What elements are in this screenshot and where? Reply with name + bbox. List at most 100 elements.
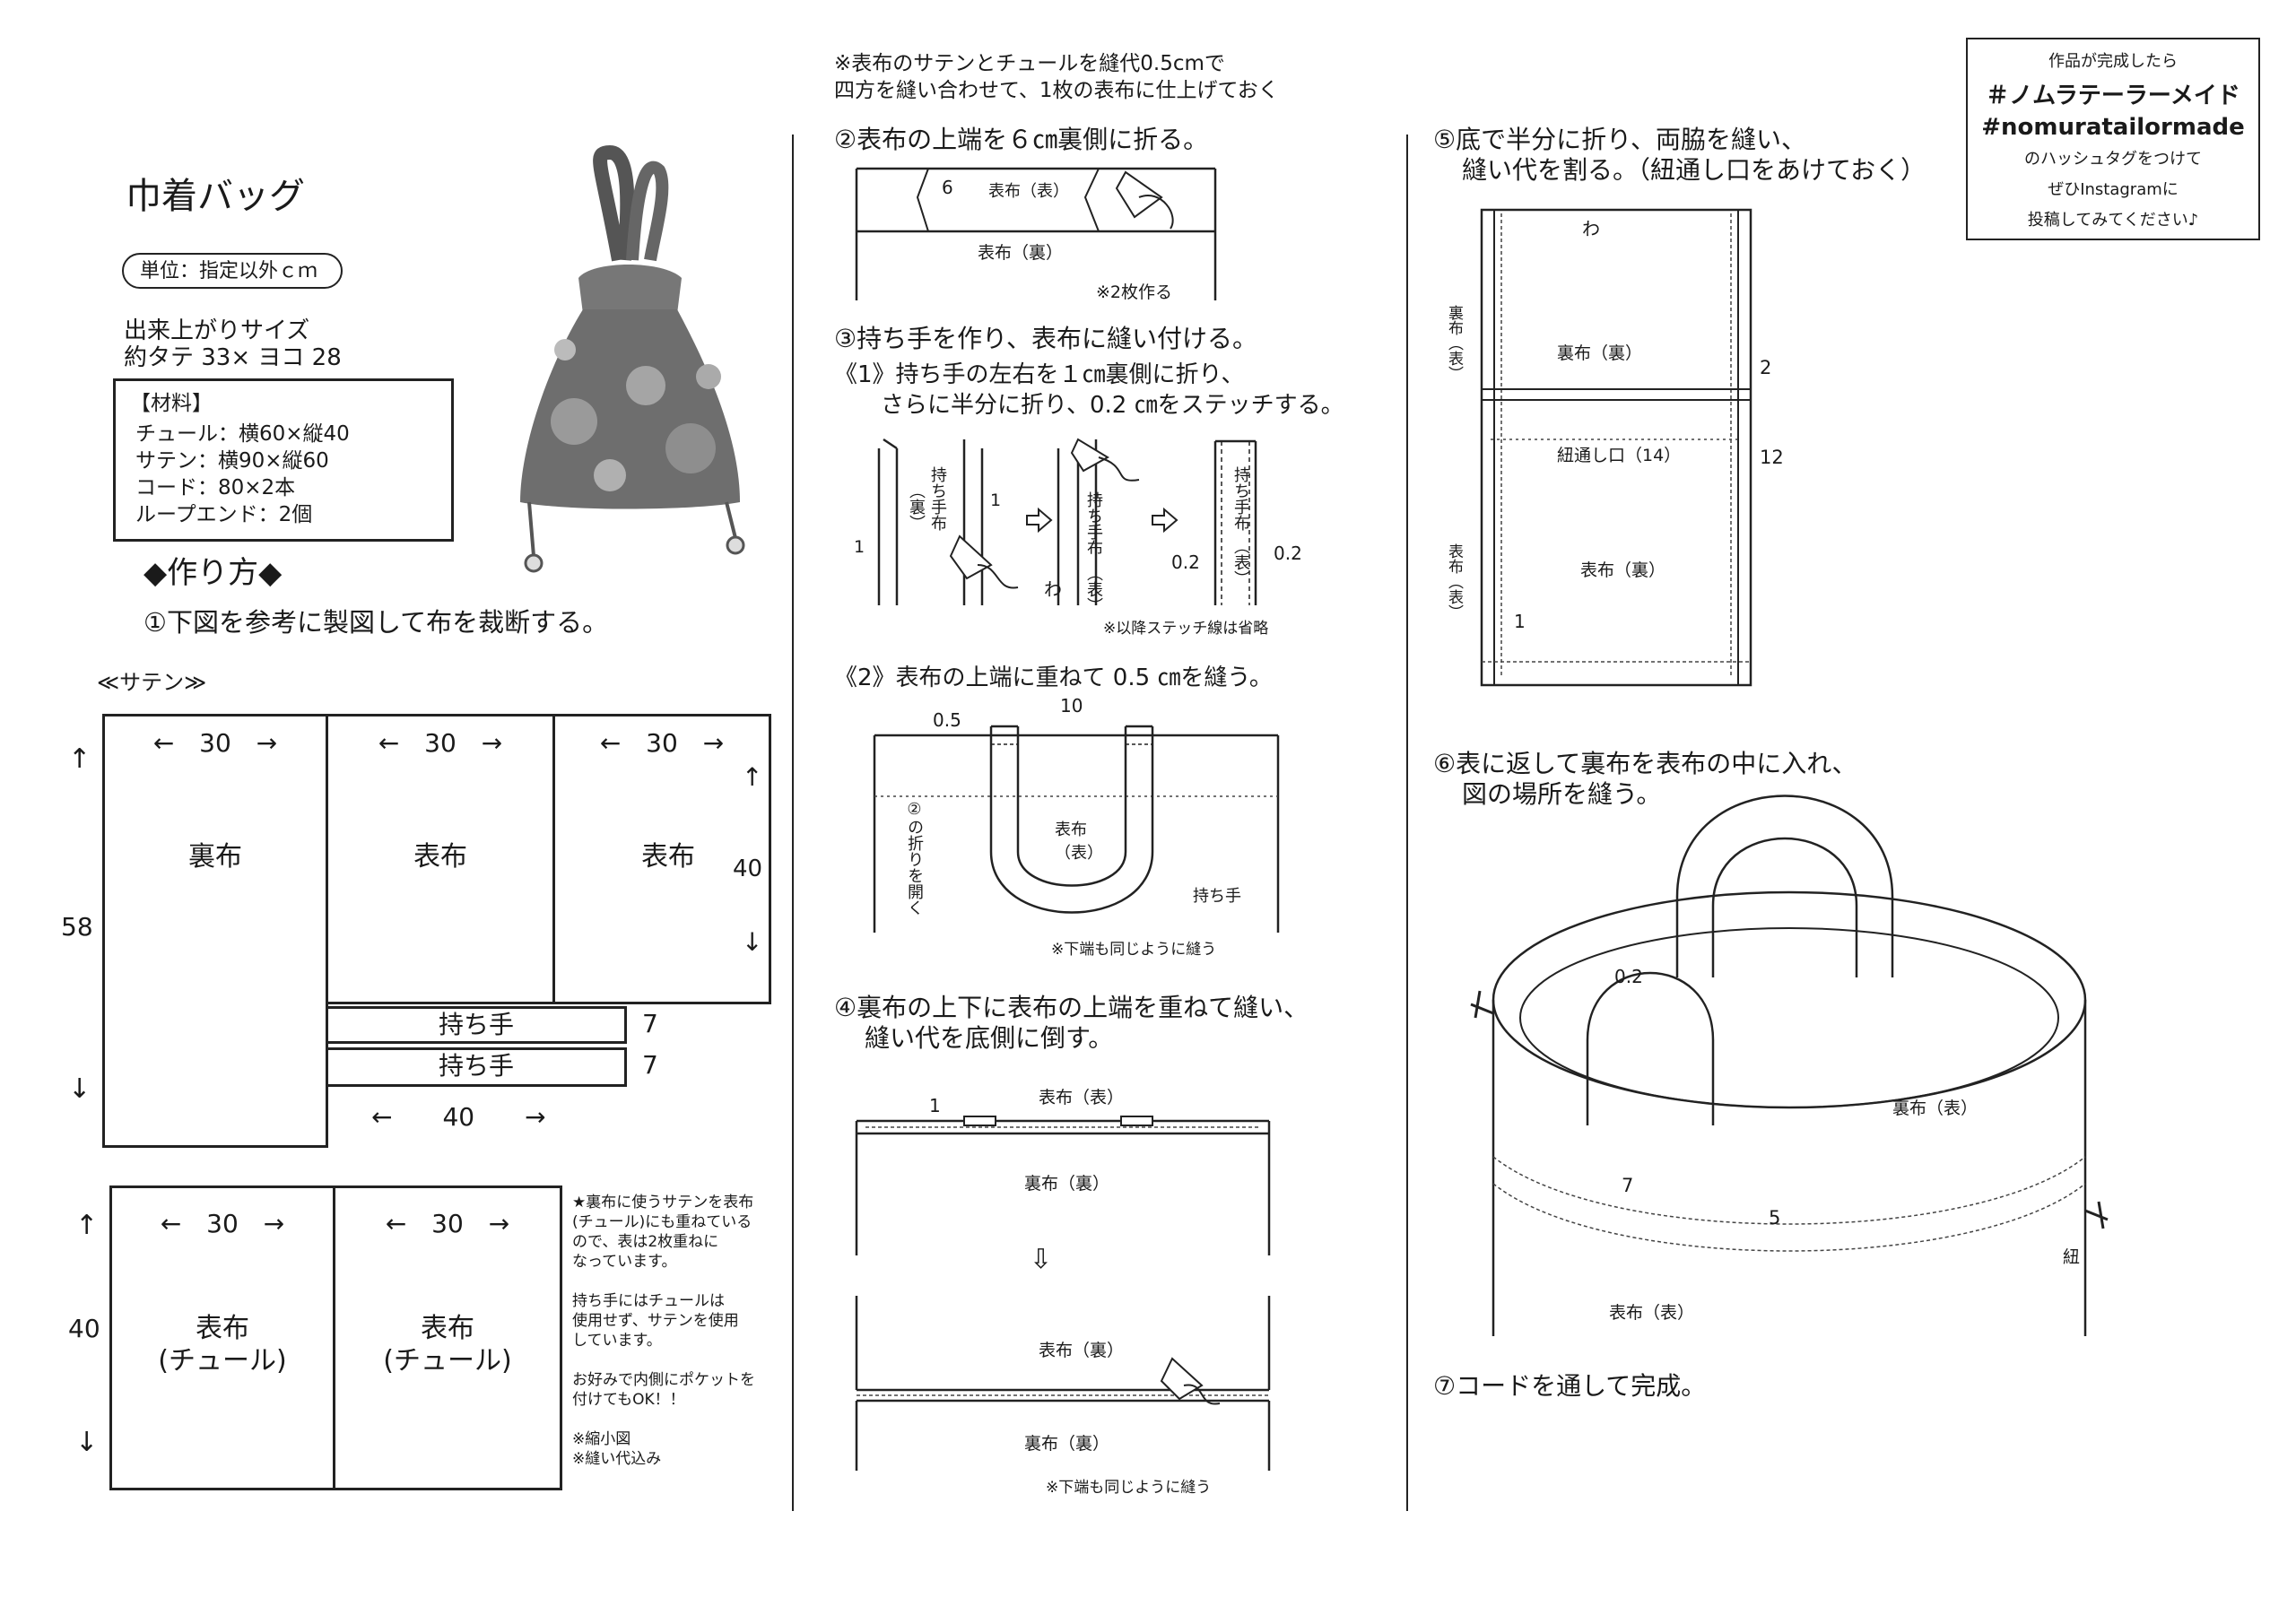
step2-text: ②表布の上端を６㎝裏側に折る。 (834, 125, 1209, 154)
satin-outer-piece-2: ← 30 → 表布 ↑ 40 ↓ (552, 714, 771, 1004)
note-line: しています。 (572, 1332, 662, 1350)
satin-height: 58 (61, 912, 93, 942)
step3-1-handle-final-sub: （表） (1231, 538, 1250, 586)
step3-1-handle-front-sub: （表） (1084, 565, 1103, 613)
step4-text-b: 縫い代を底側に倒す。 (865, 1023, 1114, 1053)
materials-heading: 【材料】 (130, 392, 213, 415)
piece-width-label: ← 30 → (599, 728, 725, 758)
step3-1-fold-mark: わ (1044, 578, 1062, 600)
finished-size-label: 出来上がりサイズ (124, 317, 310, 344)
satin-height-arrow-up: ↑ (68, 743, 91, 775)
material-satin: サテン：横90×縦60 (135, 449, 329, 473)
step3-2-front-sub: （表） (1055, 844, 1103, 863)
step4-front-back: 表布（裏） (1039, 1341, 1125, 1360)
handle-width-2: 7 (642, 1050, 658, 1080)
tulle-height: 40 (68, 1314, 100, 1343)
material-tulle: チュール：横60×縦40 (135, 422, 350, 446)
piece-width-label: ← 30 → (160, 1209, 285, 1238)
satin-label: ≪サテン≫ (97, 670, 207, 695)
step4-note: ※下端も同じように縫う (1046, 1479, 1212, 1497)
step4-front: 表布（表） (1039, 1088, 1125, 1107)
piece-width-label: ← 30 → (378, 728, 503, 758)
step3-2-diagram (873, 725, 1280, 933)
piece-name-sub: (チュール) (158, 1345, 287, 1376)
step6-num-02: 0.2 (1614, 966, 1643, 987)
piece-name: 持ち手 (438, 1010, 514, 1039)
piece-width-label: ← 30 → (152, 728, 278, 758)
step4-back: 裏布（裏） (1024, 1174, 1110, 1194)
step5-text-a: ⑤底で半分に折り、両脇を縫い、 (1433, 125, 1806, 154)
hashtag-line-4: のハッシュタグをつけて (2024, 150, 2202, 169)
step3-2-margin: 0.5 (933, 709, 961, 731)
step3-1-text-a: 《1》持ち手の左右を１㎝裏側に折り、 (834, 361, 1245, 388)
step3-1-handle-back-sub: （裏） (907, 482, 926, 531)
step3-1-handle-front: 持ち手布 (1084, 491, 1103, 556)
step4-num: 1 (929, 1095, 941, 1116)
note-line: ので、表は2枚重ねに (572, 1233, 719, 1251)
materials-box: 【材料】 チュール：横60×縦40 サテン：横90×縦60 コード：80×2本 … (113, 378, 454, 542)
step6-num-7: 7 (1622, 1175, 1634, 1196)
column-divider-1 (792, 135, 794, 1511)
finished-size-value: 約タテ 33× ヨコ 28 (124, 344, 342, 371)
satin-lining-piece: ← 30 → 裏布 (102, 714, 328, 1148)
piece-name: 持ち手 (438, 1051, 514, 1081)
handle-piece-2: 持ち手 (326, 1047, 627, 1087)
note-line: なっています。 (572, 1253, 677, 1271)
step6-cord: 紐 (2063, 1247, 2081, 1267)
step3-1-right-02: 0.2 (1274, 543, 1302, 564)
step6-text-b: 図の場所を縫う。 (1462, 779, 1662, 809)
step3-2-handle: 持ち手 (1193, 887, 1241, 906)
piece-name-sub: (チュール) (383, 1345, 512, 1376)
piece-height-arrow-up: ↑ (742, 762, 763, 792)
tulle-height-arrow-down: ↓ (75, 1427, 99, 1458)
note-line: 付けてもOK！！ (572, 1391, 685, 1409)
material-loop-end: ループエンド：2個 (135, 503, 313, 526)
step5-text-b: 縫い代を割る。（紐通し口をあけておく） (1462, 155, 1926, 185)
hashtag-box: 作品が完成したら ＃ノムラテーラーメイド #nomuratailormade の… (1966, 38, 2260, 240)
step6-text-a: ⑥表に返して裏布を表布の中に入れ、 (1433, 749, 1857, 778)
step5-opening: 紐通し口（14） (1557, 446, 1682, 465)
step3-1-handle-back: 持ち手布 (928, 466, 947, 531)
note-line (572, 1350, 755, 1370)
drawstring-bag-photo (520, 144, 745, 573)
step5-outer-inner: 表布（裏） (1580, 560, 1666, 580)
handle-length: ← 40 → (371, 1102, 546, 1132)
step2-num: 6 (942, 177, 953, 198)
unit-badge-text: 単位：指定以外ｃｍ (140, 260, 318, 282)
piece-name: 表布 (641, 841, 695, 873)
step4-diagram (855, 1116, 1271, 1471)
column-divider-2 (1406, 135, 1408, 1511)
step5-lining-side: 裏布（表） (1445, 305, 1463, 381)
note-line: ★裏布に使うサテンを表布 (572, 1194, 754, 1211)
how-to-heading: ◆作り方◆ (144, 555, 283, 591)
handle-width-1: 7 (642, 1009, 658, 1038)
step2-diagram (855, 167, 1217, 300)
note-line: 持ち手にはチュールは (572, 1292, 725, 1310)
step5-fold-mark: わ (1582, 218, 1600, 239)
piece-name: 表布 (421, 1313, 474, 1344)
note-line: (チュール)にも重ねている (572, 1213, 752, 1231)
unit-badge: 単位：指定以外ｃｍ (122, 253, 343, 289)
step2-back: 表布（裏） (978, 243, 1064, 263)
step3-2-text: 《2》表布の上端に重ねて 0.5 ㎝を縫う。 (834, 664, 1273, 691)
step3-text: ③持ち手を作り、表布に縫い付ける。 (834, 324, 1257, 353)
step1-text: ①下図を参考に製図して布を裁断する。 (144, 607, 609, 638)
satin-height-arrow-down: ↓ (68, 1073, 91, 1105)
step3-1-text-b: さらに半分に折り、0.2 ㎝をステッチする。 (881, 392, 1344, 419)
step5-outer-side: 表布（表） (1445, 543, 1463, 620)
step2-note: ※2枚作る (1096, 282, 1173, 302)
hashtag-en: #nomuratailormade (1981, 114, 2245, 141)
step2-front: 表布（表） (988, 182, 1069, 201)
step6-lining: 裏布（表） (1892, 1099, 1979, 1118)
step5-num-12: 12 (1760, 447, 1784, 468)
prep-note-2: 四方を縫い合わせて、1枚の表布に仕上げておく (834, 79, 1279, 102)
step4-back-2: 裏布（裏） (1024, 1434, 1110, 1454)
material-cord: コード：80×2本 (135, 476, 296, 499)
step3-1-num-a: 1 (990, 491, 1002, 510)
step5-lining-inner: 裏布（裏） (1557, 343, 1643, 363)
step3-1-note: ※以降ステッチ線は省略 (1103, 620, 1269, 638)
note-line: ※縮小図 (572, 1430, 631, 1448)
handle-piece-1: 持ち手 (326, 1006, 627, 1044)
step3-2-front: 表布 (1055, 821, 1087, 839)
step6-num-5: 5 (1769, 1207, 1781, 1229)
